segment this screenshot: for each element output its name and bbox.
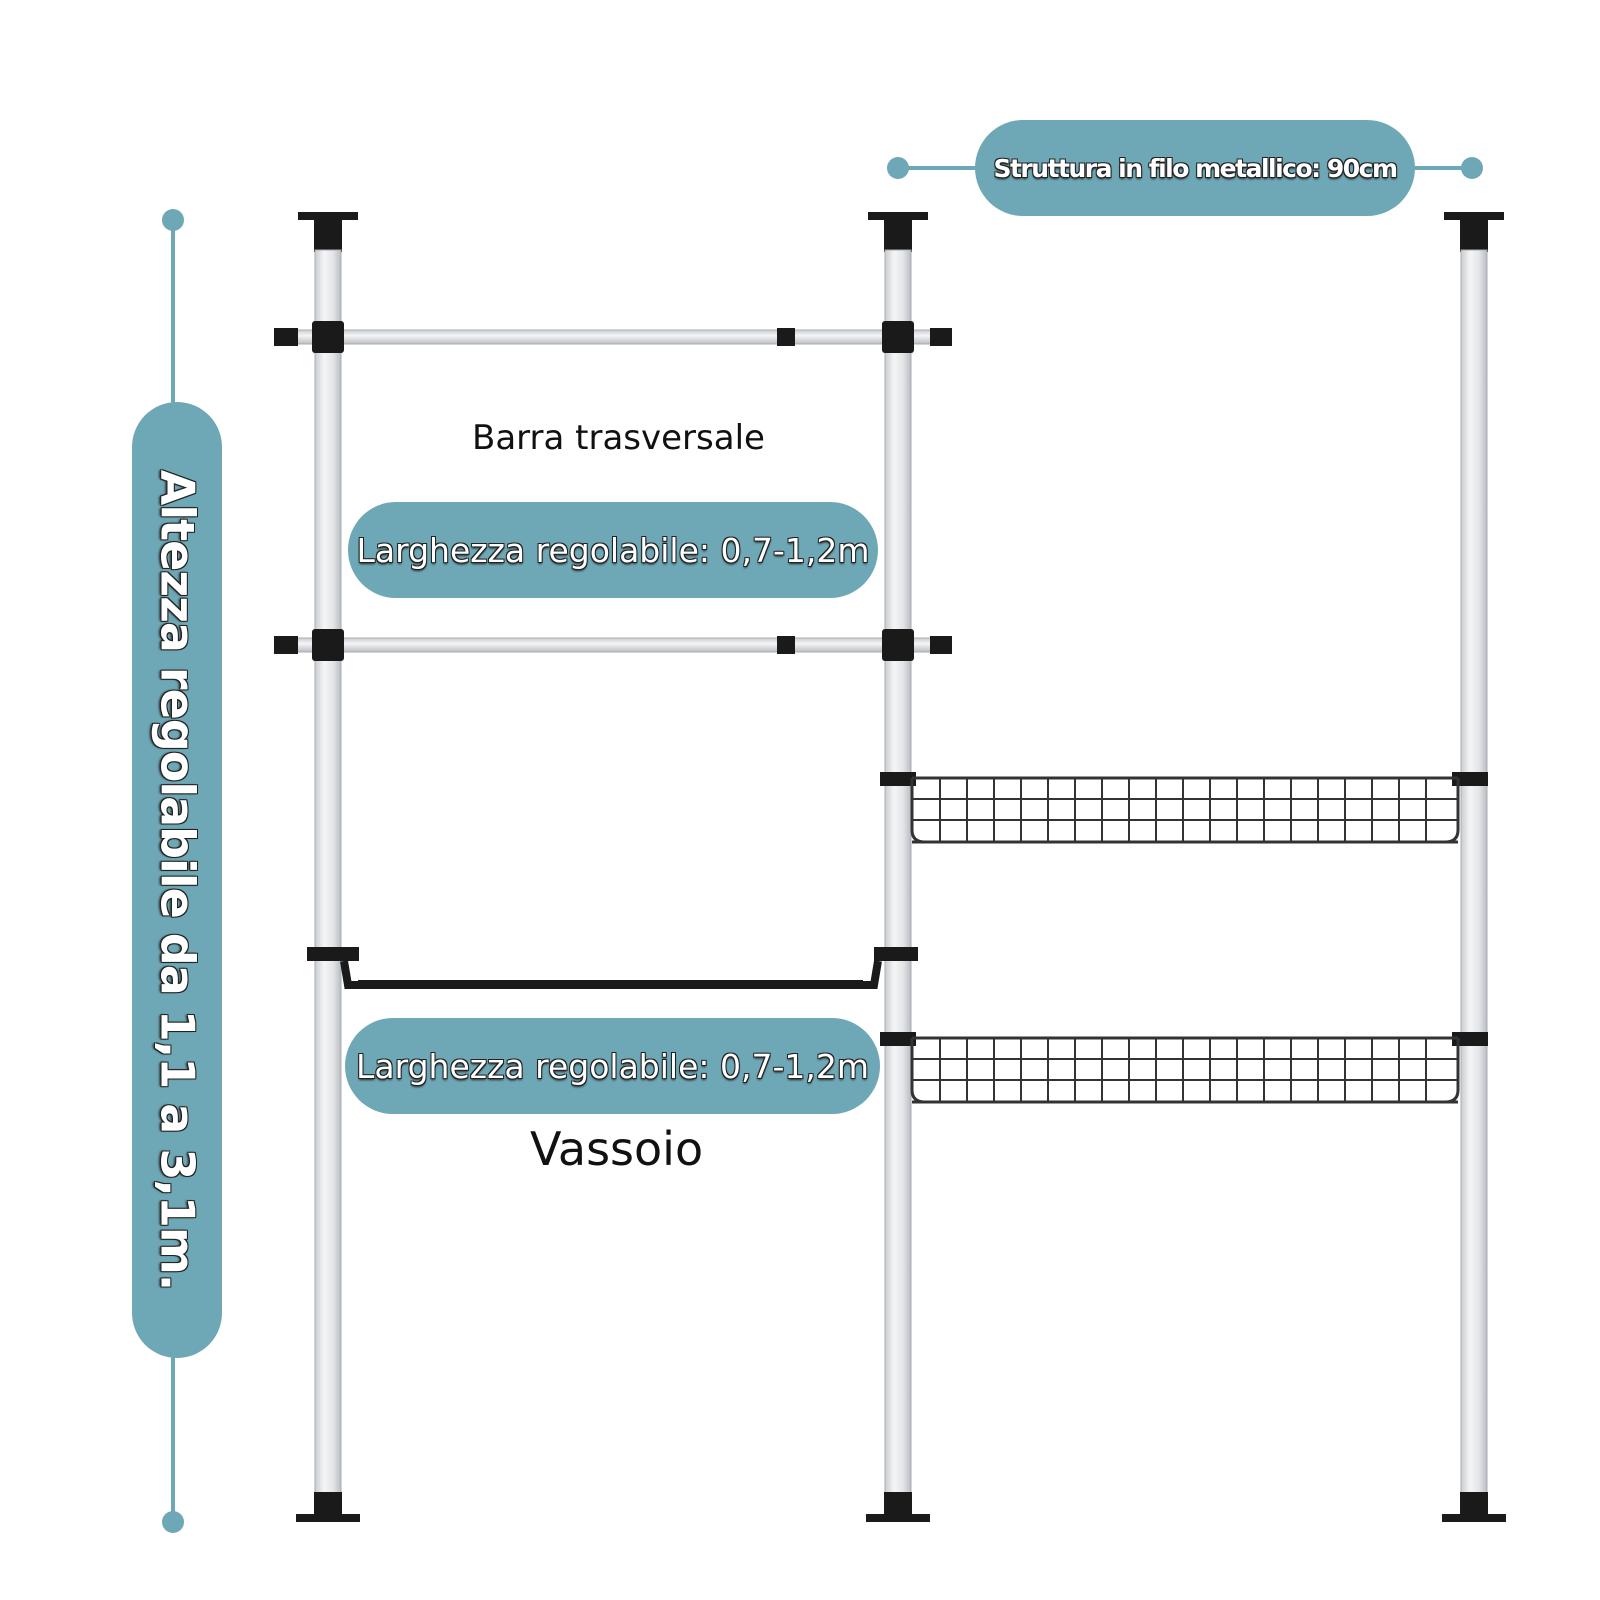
tray-width-text: Larghezza regolabile: 0,7-1,2m <box>356 1046 869 1086</box>
left-pole <box>296 212 360 1522</box>
upper-wire-basket <box>880 772 1488 844</box>
frame-width-label: Struttura in filo metallico: 90cm <box>975 120 1415 216</box>
frame-width-text: Struttura in filo metallico: 90cm <box>993 153 1398 183</box>
lower-wire-basket <box>880 1032 1488 1104</box>
upper-crossbar <box>274 321 952 353</box>
tray-width-label: Larghezza regolabile: 0,7-1,2m <box>345 1018 880 1114</box>
middle-pole <box>866 212 930 1522</box>
crossbar-name-label: Barra trasversale <box>472 418 765 458</box>
tray-name-label: Vassoio <box>530 1122 704 1176</box>
tray-hanging-rod <box>307 947 918 989</box>
crossbar-width-text: Larghezza regolabile: 0,7-1,2m <box>356 530 870 570</box>
right-pole <box>1442 212 1506 1522</box>
crossbar-width-label: Larghezza regolabile: 0,7-1,2m <box>348 502 878 598</box>
lower-crossbar <box>274 629 952 661</box>
height-range-label: Altezza regolabile da 1,1 a 3,1m. <box>132 402 222 1358</box>
height-range-text: Altezza regolabile da 1,1 a 3,1m. <box>150 469 204 1291</box>
